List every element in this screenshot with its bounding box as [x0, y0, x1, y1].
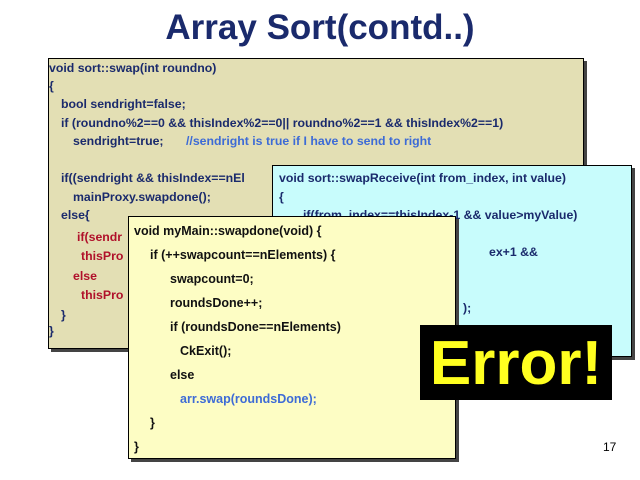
- code-line: }: [49, 324, 54, 338]
- code-line: bool sendright=false;: [61, 97, 186, 111]
- swapdone-code-box: void myMain::swapdone(void) { if (++swap…: [128, 216, 456, 459]
- page-number: 17: [603, 440, 617, 454]
- code-comment: //sendright is true if I have to send to…: [186, 134, 432, 148]
- code-line: if(sendr: [77, 230, 123, 244]
- slide-title: Array Sort(contd..): [165, 8, 475, 47]
- code-line: void sort::swapReceive(int from_index, i…: [279, 171, 566, 185]
- code-line: {: [279, 190, 284, 204]
- code-line: mainProxy.swapdone();: [73, 190, 211, 204]
- code-line: arr.swap(roundsDone);: [180, 392, 317, 406]
- code-line: }: [61, 308, 66, 322]
- code-line: if((sendright && thisIndex==nEl: [61, 171, 245, 185]
- error-label: Error!: [420, 325, 612, 400]
- code-line: {: [49, 79, 54, 93]
- code-line: else{: [61, 208, 90, 222]
- code-line: }: [134, 440, 139, 454]
- code-line: sendright=true;: [73, 134, 164, 148]
- code-line: void sort::swap(int roundno): [49, 61, 217, 75]
- code-line: swapcount=0;: [170, 272, 254, 286]
- code-line: }: [150, 416, 155, 430]
- code-line: if (roundno%2==0 && thisIndex%2==0|| rou…: [61, 116, 504, 130]
- code-line: roundsDone++;: [170, 296, 263, 310]
- code-line: thisPro: [81, 288, 124, 302]
- code-line: thisPro: [81, 249, 124, 263]
- code-line: );: [463, 301, 472, 315]
- code-line: void myMain::swapdone(void) {: [134, 224, 322, 238]
- code-line: else: [73, 269, 97, 283]
- code-line: if (++swapcount==nElements) {: [150, 248, 336, 262]
- code-line: if (roundsDone==nElements): [170, 320, 341, 334]
- code-line: CkExit();: [180, 344, 232, 358]
- code-line: else: [170, 368, 195, 382]
- code-line: ex+1 &&: [489, 245, 538, 259]
